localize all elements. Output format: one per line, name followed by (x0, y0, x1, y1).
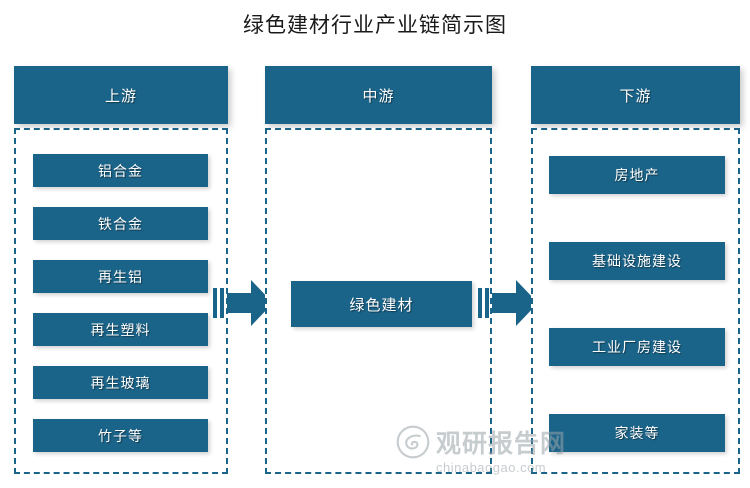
downstream-item-4-label: 家装等 (614, 426, 660, 442)
upstream-item-2: 铁合金 (33, 207, 208, 240)
downstream-item-3: 工业厂房建设 (549, 328, 725, 366)
upstream-item-5: 再生玻璃 (33, 366, 208, 399)
arrow-midstream-to-downstream-icon (478, 277, 538, 329)
downstream-item-2: 基础设施建设 (549, 242, 725, 280)
upstream-item-3: 再生铝 (33, 260, 208, 293)
arrow-upstream-to-midstream-icon (213, 277, 273, 329)
upstream-item-4: 再生塑料 (33, 313, 208, 346)
column-header-downstream-label: 下游 (619, 86, 652, 105)
page-title: 绿色建材行业产业链简示图 (243, 13, 507, 37)
midstream-item-1: 绿色建材 (291, 281, 472, 327)
upstream-item-2-label: 铁合金 (98, 216, 143, 233)
column-header-midstream: 中游 (265, 66, 492, 124)
downstream-item-3-label: 工业厂房建设 (592, 340, 682, 356)
upstream-item-6-label: 竹子等 (98, 428, 143, 445)
midstream-item-1-label: 绿色建材 (349, 295, 414, 314)
upstream-item-1: 铝合金 (33, 154, 208, 187)
downstream-item-1-label: 房地产 (614, 168, 660, 184)
upstream-item-1-label: 铝合金 (98, 163, 143, 180)
downstream-item-1: 房地产 (549, 156, 725, 194)
column-header-downstream: 下游 (531, 66, 740, 124)
upstream-item-5-label: 再生玻璃 (90, 375, 151, 392)
column-header-upstream: 上游 (14, 66, 228, 124)
downstream-item-4: 家装等 (549, 414, 725, 452)
upstream-item-4-label: 再生塑料 (90, 322, 151, 339)
downstream-item-2-label: 基础设施建设 (592, 254, 682, 270)
column-header-upstream-label: 上游 (104, 86, 137, 105)
column-header-midstream-label: 中游 (362, 86, 395, 105)
upstream-item-6: 竹子等 (33, 419, 208, 452)
upstream-item-3-label: 再生铝 (98, 269, 143, 286)
